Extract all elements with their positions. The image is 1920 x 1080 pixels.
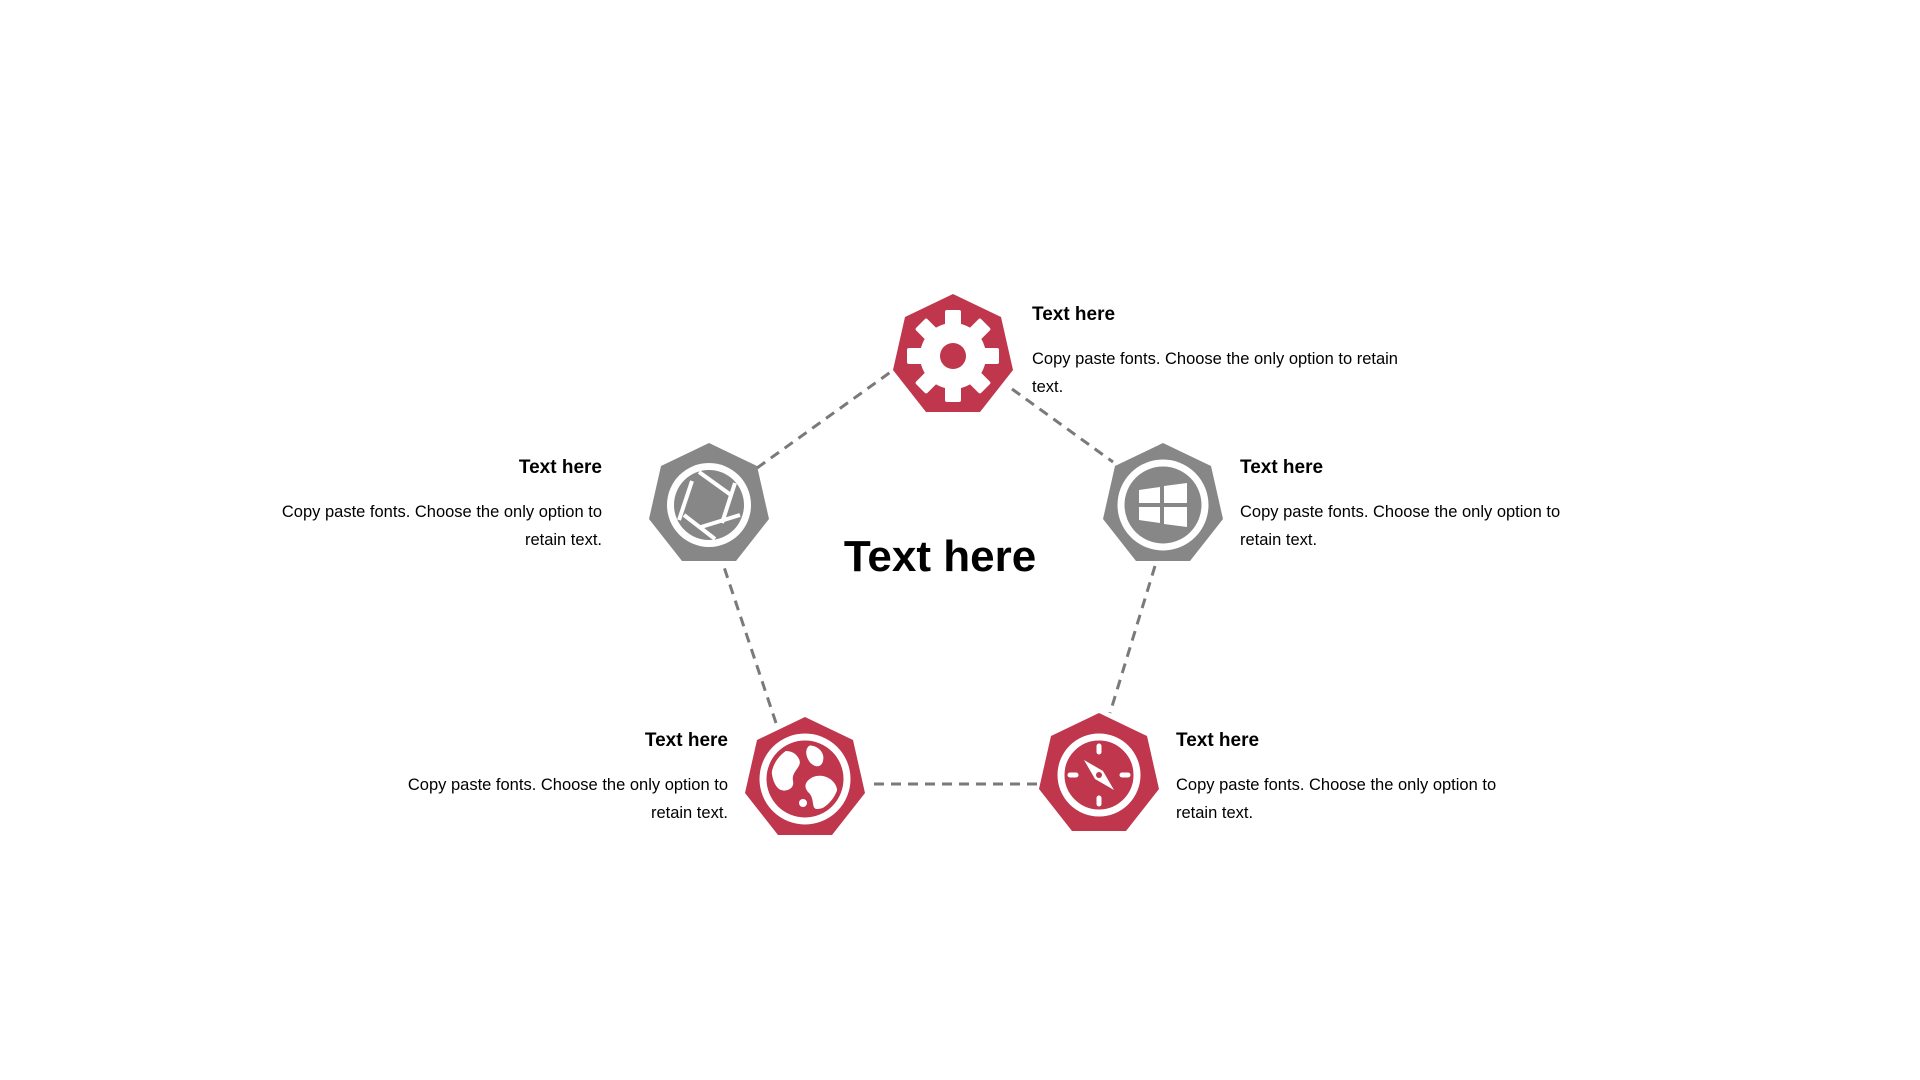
node-lower-left	[745, 717, 865, 835]
center-title: Text here	[843, 532, 1037, 581]
connector-upper-right-lower-right	[1108, 565, 1157, 714]
heading-lower-right: Text here	[1176, 730, 1260, 751]
connectors	[721, 369, 1157, 786]
text-block-lower-left: Text here Copy paste fonts. Choose the o…	[388, 729, 728, 827]
text-block-upper-right: Text here Copy paste fonts. Choose the o…	[1240, 456, 1580, 554]
compass-icon	[1057, 733, 1141, 817]
aperture-icon	[667, 463, 751, 547]
heading-top: Text here	[1032, 304, 1116, 325]
heading-upper-right: Text here	[1240, 457, 1324, 478]
globe-icon	[759, 733, 851, 825]
heading-lower-left: Text here	[644, 730, 728, 751]
connector-lower-left-upper-left	[721, 563, 778, 724]
node-top	[893, 294, 1013, 412]
body-lower-left: Copy paste fonts. Choose the only option…	[407, 776, 728, 822]
text-block-lower-right: Text here Copy paste fonts. Choose the o…	[1176, 729, 1516, 827]
body-lower-right: Copy paste fonts. Choose the only option…	[1176, 776, 1497, 822]
text-block-top: Text here Copy paste fonts. Choose the o…	[1032, 303, 1412, 401]
node-upper-left	[649, 443, 769, 561]
text-block-upper-left: Text here Copy paste fonts. Choose the o…	[262, 456, 602, 554]
connector-top-upper-right	[1011, 387, 1114, 464]
gear-icon	[907, 310, 999, 402]
body-upper-right: Copy paste fonts. Choose the only option…	[1240, 503, 1561, 549]
body-upper-left: Copy paste fonts. Choose the only option…	[281, 503, 602, 549]
node-upper-right	[1103, 443, 1223, 561]
node-lower-right	[1039, 713, 1159, 831]
heading-upper-left: Text here	[518, 457, 602, 478]
connector-upper-left-top	[756, 369, 893, 470]
body-top: Copy paste fonts. Choose the only option…	[1032, 350, 1398, 396]
windows-icon	[1139, 483, 1187, 527]
